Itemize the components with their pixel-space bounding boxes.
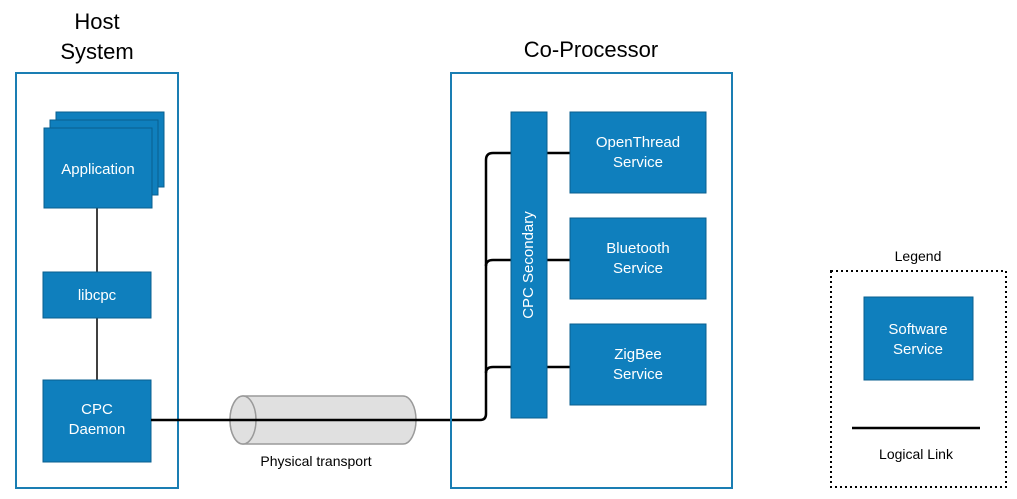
zigbee-service-box: ZigBee Service: [569, 323, 707, 406]
host-panel: [15, 72, 179, 489]
bluetooth-service-box: Bluetooth Service: [569, 217, 707, 300]
host-system: Host System Application libcpc CPC Daemo…: [15, 9, 179, 489]
application-box: [43, 127, 153, 209]
application-stack: Application: [43, 111, 165, 209]
daemon-label-line2: Daemon: [69, 421, 126, 438]
co-processor: Co-Processor CPC Secondary OpenThread Se…: [450, 37, 733, 489]
legend-software-service: Software Service: [863, 296, 974, 381]
libcpc-label: libcpc: [78, 287, 117, 304]
openthread-service-box: OpenThread Service: [569, 111, 707, 194]
bluetooth-label-line2: Service: [613, 260, 663, 277]
host-title-line1: Host: [74, 9, 119, 34]
legend: Legend Software Service Logical Link: [830, 248, 1007, 488]
link-daemon-transport: [151, 151, 511, 422]
coprocessor-panel: [450, 72, 733, 489]
cpc-secondary-label: CPC Secondary: [520, 211, 537, 319]
bluetooth-label-line1: Bluetooth: [606, 240, 669, 257]
legend-service-line1: Software: [888, 321, 947, 338]
libcpc-box: libcpc: [42, 271, 152, 319]
legend-logical-link-label: Logical Link: [879, 446, 954, 462]
legend-title: Legend: [895, 248, 942, 264]
coprocessor-title: Co-Processor: [524, 37, 658, 62]
openthread-label-line1: OpenThread: [596, 134, 680, 151]
daemon-label-line1: CPC: [81, 401, 113, 418]
link-bus-zigbee-branch: [484, 365, 511, 374]
link-bus-bluetooth-branch: [484, 258, 511, 267]
transport-label: Physical transport: [260, 453, 371, 469]
host-title-line2: System: [60, 39, 133, 64]
legend-service-line2: Service: [893, 341, 943, 358]
openthread-label-line2: Service: [613, 154, 663, 171]
physical-transport: Physical transport: [229, 395, 417, 469]
application-label: Application: [61, 161, 134, 178]
cpc-daemon-box: CPC Daemon: [42, 379, 152, 463]
zigbee-label-line2: Service: [613, 366, 663, 383]
zigbee-label-line1: ZigBee: [614, 346, 662, 363]
cpc-secondary-box: CPC Secondary: [510, 111, 548, 419]
